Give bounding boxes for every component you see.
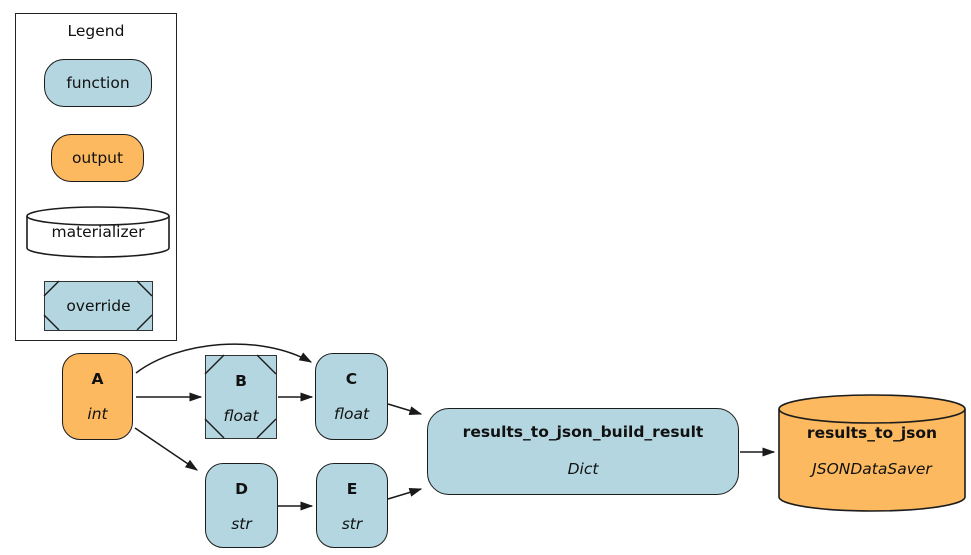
node-results-to-json: results_to_json JSONDataSaver [778, 394, 966, 512]
legend-output-swatch: output [51, 134, 144, 182]
node-results-to-json-build-result: results_to_json_build_result Dict [427, 408, 739, 495]
node-d: D str [205, 463, 278, 548]
node-saver-type: JSONDataSaver [812, 460, 932, 478]
node-a-type: int [87, 405, 108, 423]
cylinder-shape [26, 206, 170, 258]
node-build-result-name: results_to_json_build_result [462, 423, 704, 441]
edge-c-to-build-result [387, 403, 423, 415]
node-e-name: E [346, 480, 358, 498]
legend-materializer-swatch: materializer [26, 206, 170, 258]
node-a: A int [62, 353, 133, 440]
legend-title: Legend [67, 22, 125, 40]
node-b: B float [204, 354, 277, 439]
legend-override-label: override [66, 297, 131, 315]
legend-function-label: function [66, 74, 130, 92]
node-build-result-type: Dict [567, 460, 599, 478]
edge-e-to-build-result [387, 488, 423, 500]
legend-override-swatch: override [43, 280, 153, 331]
node-saver-name: results_to_json [806, 424, 938, 442]
legend-function-swatch: function [44, 59, 152, 107]
node-d-name: D [235, 480, 248, 498]
node-c: C float [315, 353, 388, 440]
legend-materializer-label: materializer [51, 223, 145, 241]
node-d-type: str [231, 515, 252, 533]
node-e: E str [316, 463, 388, 548]
node-c-name: C [345, 370, 358, 388]
node-a-name: A [91, 370, 104, 388]
legend-output-label: output [71, 149, 124, 167]
cylinder-shape [778, 394, 966, 512]
legend: Legend function output materializer over… [15, 13, 177, 341]
node-c-type: float [333, 405, 370, 423]
node-b-name: B [235, 372, 247, 390]
node-b-type: float [223, 407, 259, 425]
node-e-type: str [341, 515, 363, 533]
edge-a-to-d [134, 427, 199, 471]
